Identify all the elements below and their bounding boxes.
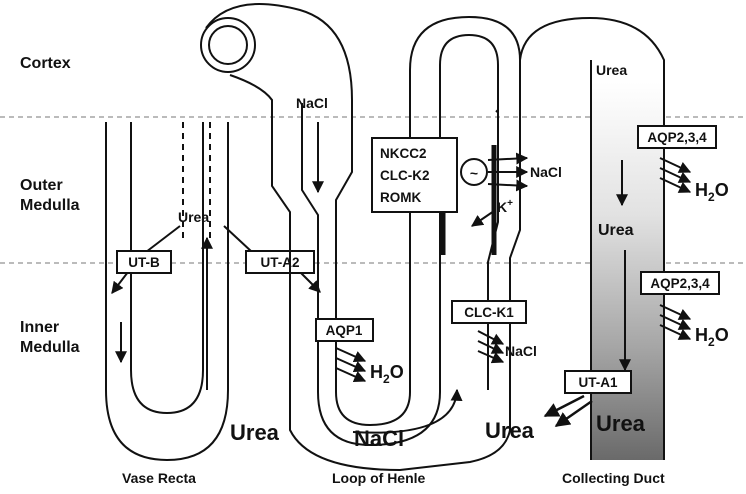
aqp1-label: AQP1 (326, 323, 363, 338)
zone-inner-1: Inner (20, 319, 59, 336)
pump-symbol: ~ (470, 165, 478, 181)
zone-outer-2: Medulla (20, 197, 80, 214)
zone-cortex: Cortex (20, 55, 71, 72)
clc-k2-label: CLC-K2 (380, 168, 430, 183)
aqp234-lower-label: AQP2,3,4 (650, 276, 710, 291)
zone-inner-2: Medulla (20, 339, 80, 356)
utb-out-arrow (112, 272, 128, 293)
label-nacl-top: NaCl (296, 95, 328, 111)
footer-collecting-duct: Collecting Duct (562, 470, 665, 486)
clc-k1-label: CLC-K1 (464, 305, 514, 320)
zone-outer-1: Outer (20, 177, 63, 194)
ut-a2-label: UT-A2 (260, 255, 299, 270)
label-urea-duct-top: Urea (596, 62, 627, 78)
uta1-out-arrow-2 (556, 401, 592, 426)
label-h2o-lower: H2O (695, 325, 729, 349)
k-in-arrow (472, 211, 494, 226)
nkcc2-label: NKCC2 (380, 146, 427, 161)
ut-b-label: UT-B (128, 255, 160, 270)
label-h2o-aqp1: H2O (370, 362, 404, 386)
romk-label: ROMK (380, 190, 421, 205)
aqp234-upper-label: AQP2,3,4 (647, 130, 707, 145)
label-urea-big-left: Urea (230, 420, 280, 445)
footer-vasa-recta: Vase Recta (122, 470, 196, 486)
ut-a1-label: UT-A1 (578, 375, 617, 390)
label-h2o-upper: H2O (695, 180, 729, 204)
label-urea-out: Urea (485, 418, 535, 443)
uta1-out-arrow-1 (545, 396, 584, 416)
label-nacl-clck1: NaCl (505, 343, 537, 359)
clck1-arrow-3 (478, 351, 503, 362)
vasa-recta (106, 122, 228, 460)
label-k: K+ (497, 198, 513, 215)
label-urea-duct-big: Urea (596, 411, 646, 436)
label-nacl-big: NaCl (354, 426, 404, 451)
label-nacl-pump: NaCl (530, 164, 562, 180)
label-urea-duct-mid: Urea (598, 222, 634, 239)
footer-loop-of-henle: Loop of Henle (332, 470, 426, 486)
label-urea-vasa: Urea (178, 209, 209, 225)
urea-to-utb-arrow (146, 226, 180, 252)
